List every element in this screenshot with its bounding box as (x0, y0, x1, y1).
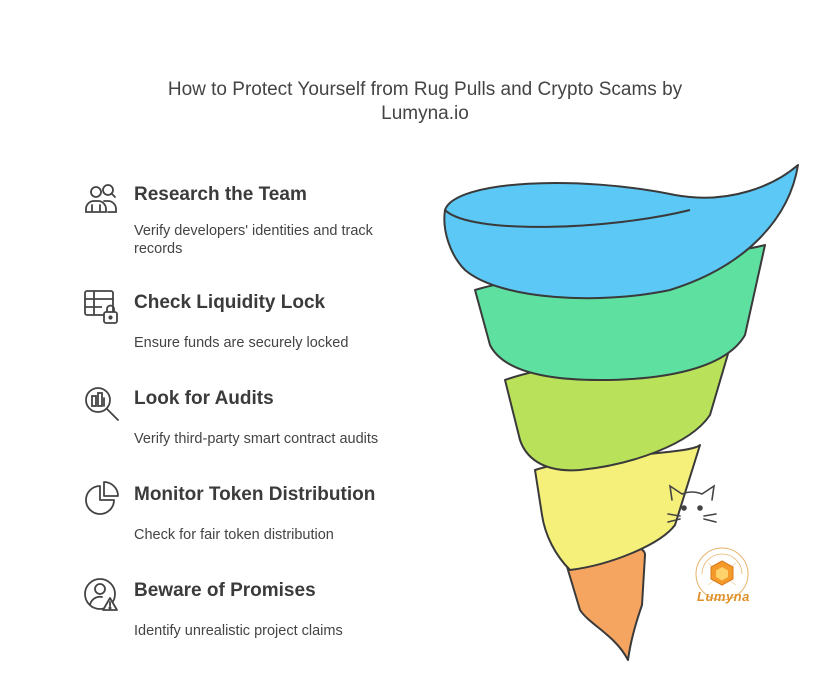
cat-icon (664, 482, 720, 530)
item-description: Identify unrealistic project claims (134, 623, 343, 639)
item-heading: Beware of Promises (134, 580, 316, 601)
item-description: Verify third-party smart contract audits (134, 431, 379, 447)
item-heading: Check Liquidity Lock (134, 292, 326, 313)
item-heading: Research the Team (134, 184, 307, 205)
logo-text: Lumyna (697, 589, 750, 604)
list-item-liquidity-lock: Check Liquidity Lock Ensure funds are se… (82, 288, 412, 358)
lumyna-logo-icon (690, 545, 754, 603)
spiral-funnel (430, 155, 810, 667)
page-title: How to Protect Yourself from Rug Pulls a… (167, 79, 683, 124)
team-research-icon (82, 180, 122, 220)
liquidity-lock-icon (82, 288, 122, 328)
list-item-audits: Look for Audits Verify third-party smart… (82, 384, 412, 454)
audit-search-icon (82, 384, 122, 424)
pie-chart-icon (82, 480, 122, 520)
warning-person-icon (82, 576, 122, 616)
list-item-research-team: Research the Team Verify developers' ide… (82, 180, 412, 260)
item-description: Verify developers' identities and track … (134, 223, 373, 257)
list-item-beware-promises: Beware of Promises Identify unrealistic … (82, 576, 412, 646)
item-description: Check for fair token distribution (134, 527, 334, 543)
item-heading: Monitor Token Distribution (134, 484, 376, 505)
list-item-token-distribution: Monitor Token Distribution Check for fai… (82, 480, 412, 550)
item-description: Ensure funds are securely locked (134, 335, 349, 351)
item-heading: Look for Audits (134, 388, 274, 409)
funnel-band-1 (443, 164, 799, 300)
